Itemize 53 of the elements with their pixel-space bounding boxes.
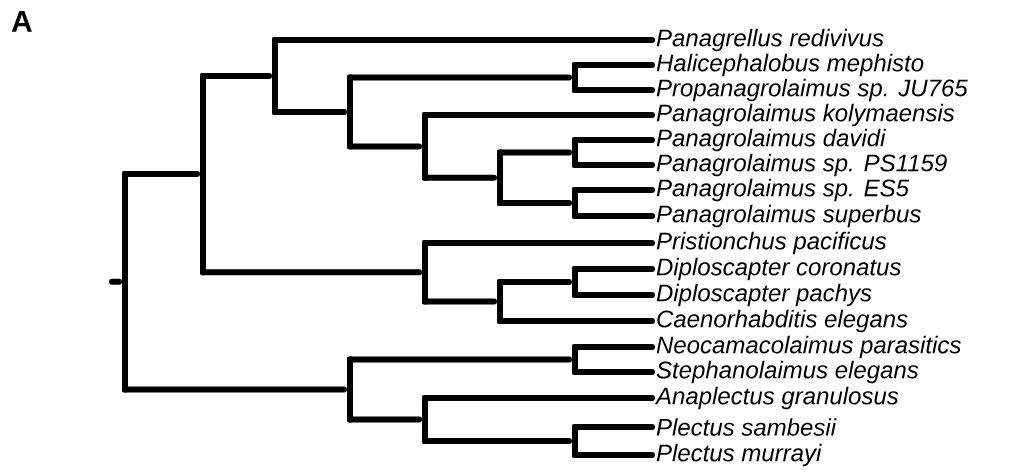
tree-branch xyxy=(572,62,655,68)
taxon-label: Stephanolaimus elegans xyxy=(656,360,919,384)
taxon-label: Plectus murrayi xyxy=(656,443,822,467)
taxon-label: Panagrolaimus davidi xyxy=(656,128,886,152)
tree-branch xyxy=(200,73,272,79)
tree-branch xyxy=(422,174,497,181)
taxon-label: Diploscapter coronatus xyxy=(656,257,901,281)
tree-branch xyxy=(422,438,572,444)
branch-bar xyxy=(347,74,353,150)
tree-branch xyxy=(272,108,347,115)
branch-bar xyxy=(347,356,353,423)
taxon-label: Panagrellus redivivus xyxy=(656,28,884,52)
taxon-label: Diploscapter pachys xyxy=(656,283,872,307)
tree-branch xyxy=(347,356,572,363)
taxon-label: Caenorhabditis elegans xyxy=(657,309,908,333)
tree-branch xyxy=(572,452,655,458)
tree-branch xyxy=(572,266,655,272)
taxon-label: Anaplectus granulosus xyxy=(654,386,899,410)
tree-branch xyxy=(572,187,655,193)
tree-branch xyxy=(122,386,347,393)
tree-branch xyxy=(347,416,422,423)
tree-branch xyxy=(200,269,422,276)
tree-branch xyxy=(572,87,655,93)
tree-branch xyxy=(272,37,655,43)
tree-branch xyxy=(497,149,572,156)
tree-branch xyxy=(572,424,655,430)
taxon-label: Panagrolaimus sp. PS1159 xyxy=(656,153,947,177)
root-stub xyxy=(109,278,122,285)
tree-branch xyxy=(497,279,572,285)
taxon-label: Neocamacolaimus parasitics xyxy=(656,335,961,359)
panel-letter: A xyxy=(11,11,32,32)
tree-branch xyxy=(572,162,655,168)
tree-branch xyxy=(422,298,497,305)
tree-branch xyxy=(422,112,655,118)
tree-branch xyxy=(572,137,655,143)
tree-branch xyxy=(422,395,655,401)
tree-branch xyxy=(347,143,422,150)
tree-branch xyxy=(572,369,655,375)
tree-branch xyxy=(497,200,572,206)
taxon-label: Panagrolaimus sp. ES5 xyxy=(656,178,910,202)
taxon-label: Pristionchus pacificus xyxy=(656,231,887,255)
taxon-label: Panagrolaimus kolymaensis xyxy=(656,103,955,127)
tree-branch xyxy=(572,344,655,350)
taxon-label: Plectus sambesii xyxy=(656,418,837,436)
tree-branch xyxy=(347,74,572,81)
taxon-label: Halicephalobus mephisto xyxy=(656,53,924,77)
taxon-label: Panagrolaimus superbus xyxy=(656,204,921,228)
tree-branch xyxy=(497,318,655,324)
tree-branch xyxy=(572,213,655,219)
tree-branch xyxy=(572,292,655,298)
tree-branch xyxy=(122,171,200,178)
taxon-label: Propanagrolaimus sp. JU765 xyxy=(656,78,968,102)
tree-branch xyxy=(422,240,655,246)
